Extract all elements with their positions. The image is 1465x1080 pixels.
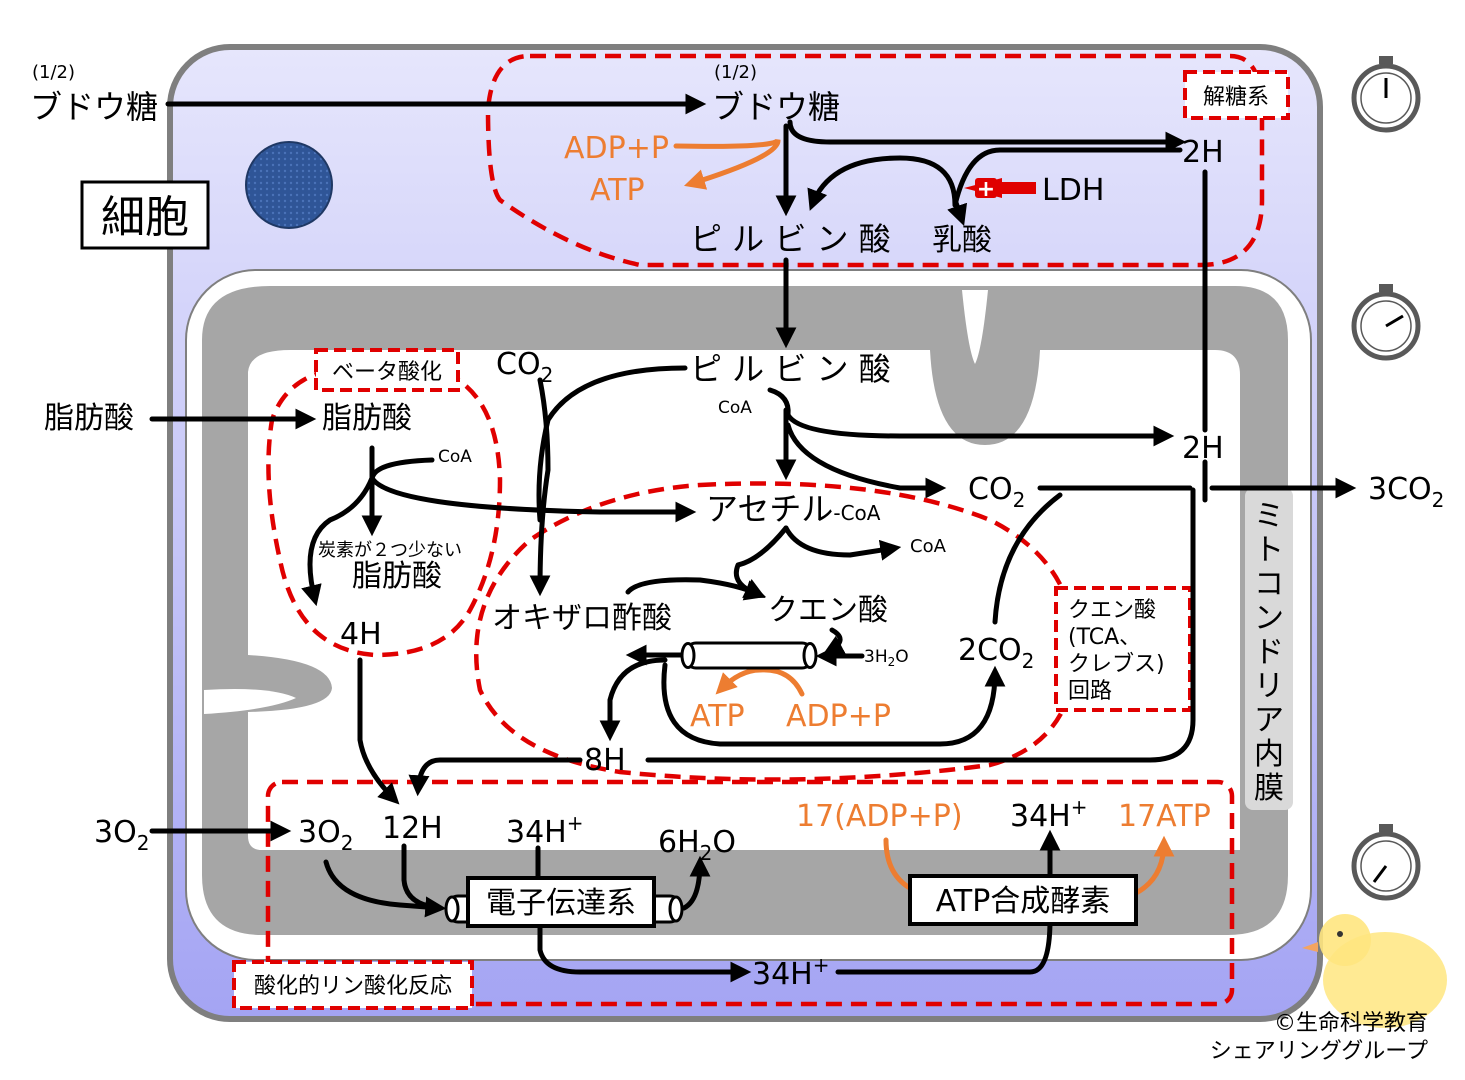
ldh-label: LDH — [1042, 173, 1104, 208]
two-co2-label: 2CO2 — [958, 633, 1034, 673]
glycolysis-region — [485, 53, 1265, 268]
tca-region — [473, 481, 1078, 782]
ldh-plus-sign: + — [977, 177, 995, 202]
pyruvate-label: ピ ル ビ ン 酸 — [690, 220, 891, 258]
atp-synthase-box — [908, 874, 1138, 926]
svg-text:ミトコンドリア内膜: ミトコンドリア内膜 — [1254, 499, 1284, 806]
crista-left — [204, 689, 296, 714]
glycolysis-2h-label: 2H — [1182, 135, 1224, 170]
credit-line-1: ©生命科学教育 — [1274, 1011, 1428, 1036]
four-h-label: 4H — [340, 617, 382, 652]
mito-pyruvate-label: ピ ル ビ ン 酸 — [690, 350, 891, 388]
coa-label-2: CoA — [910, 536, 947, 557]
beta-oxidation-label: ベータ酸化 — [332, 360, 442, 385]
glycolysis-adp-label: ADP+P — [564, 131, 669, 166]
atp-17-label: 17ATP — [1118, 799, 1211, 834]
glycolysis-atp-label: ATP — [590, 173, 645, 208]
three-co2-label: 3CO2 — [1368, 472, 1444, 512]
oxphos-region — [265, 779, 1235, 1007]
atp-synthase-label: ATP合成酵素 — [936, 884, 1111, 919]
ldh-activator-arrow: + — [964, 177, 1036, 202]
etc-label: 電子伝達系 — [486, 886, 636, 921]
beta-coa-label: CoA — [438, 447, 472, 467]
lactate-label: 乳酸 — [932, 223, 992, 258]
tca-label-1: クエン酸 — [1068, 598, 1156, 623]
mitochondrion-intermembrane-space — [202, 286, 1288, 935]
beta-oxidation-region — [266, 367, 503, 658]
cell-label-box — [80, 180, 210, 250]
crista-top — [962, 290, 988, 364]
fatty-acid-label: 脂肪酸 — [322, 401, 412, 436]
water-in-label: 3H2O — [864, 647, 909, 669]
glucose-fraction: (1/2) — [714, 62, 757, 83]
h34-bottom-label: 34H+ — [752, 953, 830, 992]
h34-right-label: 34H+ — [1010, 795, 1088, 834]
arrows — [149, 93, 1357, 983]
glycolysis-label-box — [1183, 70, 1290, 120]
co2-top-label: CO2 — [496, 347, 553, 387]
inner-membrane-label: ミトコンドリア内膜 — [1254, 499, 1284, 806]
acetyl-coa-label: アセチル-CoA — [706, 490, 881, 528]
citrate-label: クエン酸 — [768, 593, 888, 628]
o2-in-label: 3O2 — [94, 815, 149, 855]
oxaloacetate-label: オキザロ酢酸 — [492, 601, 672, 636]
tca-label-4: 回路 — [1068, 679, 1112, 704]
stopwatch-icon — [1351, 824, 1421, 901]
shorter-fatty-acid-label: 脂肪酸 — [352, 559, 442, 594]
mitochondrion-outer-membrane — [185, 269, 1312, 961]
glucose-label: ブドウ糖 — [712, 88, 840, 126]
tca-atp-label: ATP — [690, 699, 745, 734]
glucose-in-label: ブドウ糖 — [30, 88, 158, 126]
tca-tube-icon — [680, 641, 818, 670]
adp-17-label: 17(ADP+P) — [796, 799, 963, 834]
o2-label: 3O2 — [298, 815, 353, 855]
co2-mid-label: CO2 — [968, 472, 1025, 512]
cell-label: 細胞 — [101, 192, 189, 243]
glycolysis-label: 解糖系 — [1203, 85, 1269, 110]
tca-label-2: (TCA、 — [1068, 625, 1141, 650]
stopwatch-icon — [1351, 284, 1421, 361]
tca-label-3: クレブス) — [1068, 652, 1165, 677]
credit-line-2: シェアリンググループ — [1210, 1039, 1428, 1064]
twelve-h-label: 12H — [382, 811, 443, 846]
tca-adp-label: ADP+P — [786, 699, 891, 734]
glucose-in-fraction: (1/2) — [32, 62, 75, 83]
inner-membrane-label-box — [1245, 488, 1293, 810]
beta-oxidation-label-box — [314, 348, 460, 392]
nucleus-icon — [245, 141, 333, 229]
chick-mascot-icon — [1302, 914, 1447, 1028]
water-out-label: 6H2O — [658, 825, 736, 865]
shorter-note-label: 炭素が２つ少ない — [318, 540, 462, 561]
coa-label-1: CoA — [718, 398, 752, 418]
etc-box — [466, 876, 656, 928]
fatty-acid-in-label: 脂肪酸 — [44, 401, 134, 436]
mitochondrion-matrix-bottom — [262, 800, 1230, 850]
mito-2h-label: 2H — [1182, 431, 1224, 466]
eight-h-label: 8H — [584, 743, 626, 778]
stopwatch-icon — [1351, 56, 1421, 133]
h34-left-label: 34H+ — [506, 811, 584, 850]
tca-label-box — [1054, 586, 1192, 712]
oxphos-label-box — [232, 960, 474, 1010]
oxphos-label: 酸化的リン酸化反応 — [254, 974, 452, 999]
